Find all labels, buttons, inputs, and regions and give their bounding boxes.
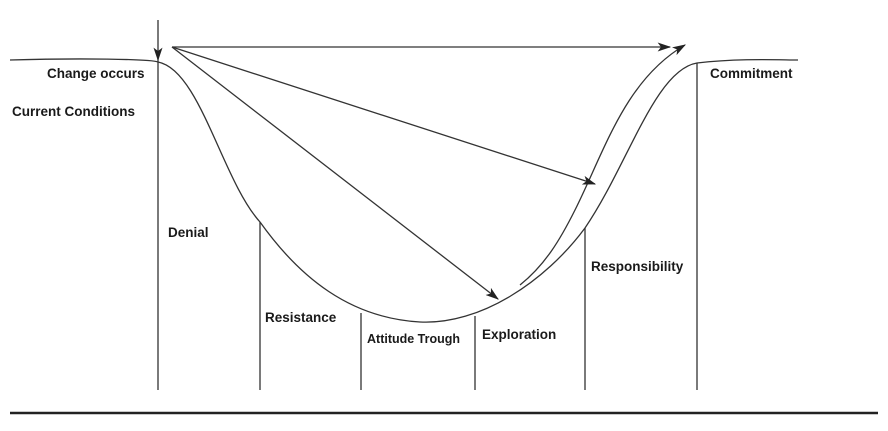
label-commitment: Commitment (710, 66, 793, 81)
recovery-arrow (519, 44, 686, 286)
label-change-occurs: Change occurs (47, 66, 145, 81)
label-denial: Denial (168, 225, 209, 240)
label-resistance: Resistance (265, 310, 337, 325)
label-responsibility: Responsibility (591, 259, 684, 274)
change-curve (9, 58, 799, 323)
label-exploration: Exploration (482, 327, 557, 342)
label-attitude-trough: Attitude Trough (367, 332, 461, 346)
label-current-conditions: Current Conditions (12, 104, 135, 119)
arrow-to-exploration (171, 46, 499, 300)
arrow-to-responsibility (171, 46, 597, 185)
